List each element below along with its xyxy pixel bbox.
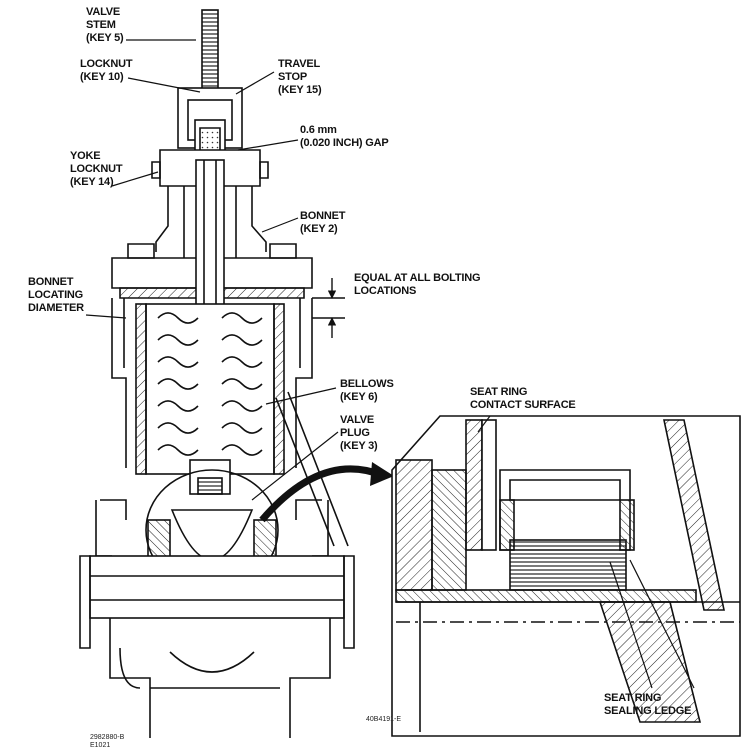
drawing-code-right-text: 40B4191-E — [366, 716, 402, 723]
label-travel-stop: TRAVEL STOP (KEY 15) — [278, 58, 322, 97]
label-bonnet-locating-line1: BONNET — [28, 276, 74, 288]
valve-body — [89, 555, 345, 619]
label-bonnet-line1: BONNET — [300, 210, 346, 222]
detail-arrowhead — [370, 462, 394, 486]
label-travel-stop-line2: STOP — [278, 71, 307, 83]
seat-ring — [499, 469, 631, 551]
label-yoke-locknut-line1: YOKE — [70, 150, 101, 162]
label-seat-contact-line1: SEAT RING — [470, 386, 528, 398]
label-valve-plug-line1: VALVE — [340, 414, 375, 426]
label-equal-bolting: EQUAL AT ALL BOLTING LOCATIONS — [354, 272, 481, 298]
label-yoke-locknut: YOKE LOCKNUT (KEY 14) — [70, 150, 123, 189]
label-equal-bolting-line2: LOCATIONS — [354, 285, 417, 297]
leader-lines — [85, 39, 695, 689]
label-bellows-line1: BELLOWS — [340, 378, 394, 390]
label-valve-stem-line1: VALVE — [86, 6, 121, 18]
main-valve-assembly — [79, 9, 355, 738]
label-valve-plug-line3: (KEY 3) — [340, 440, 378, 452]
label-bonnet-locating-line2: LOCATING — [28, 289, 84, 301]
label-bonnet: BONNET (KEY 2) — [300, 210, 345, 236]
label-gap-line2: (0.020 INCH) GAP — [300, 137, 389, 149]
label-bonnet-locating-line3: DIAMETER — [28, 302, 84, 314]
bolting-dimension — [312, 278, 345, 338]
drawing-code-left: 2982880-B E1021 — [90, 734, 124, 750]
label-gap-line1: 0.6 mm — [300, 124, 337, 136]
label-travel-stop-line1: TRAVEL — [278, 58, 320, 70]
seat-ring-threads — [509, 539, 627, 591]
valve-plug — [170, 509, 254, 561]
label-equal-bolting-line1: EQUAL AT ALL BOLTING — [354, 272, 481, 284]
label-bonnet-locating: BONNET LOCATING DIAMETER — [28, 276, 84, 315]
label-seat-ledge-line1: SEAT RING — [604, 692, 662, 704]
label-locknut: LOCKNUT (KEY 10) — [80, 58, 133, 84]
label-locknut-line1: LOCKNUT — [80, 58, 133, 70]
label-seat-contact-line2: CONTACT SURFACE — [470, 399, 576, 411]
label-valve-plug-line2: PLUG — [340, 427, 370, 439]
drawing-code-right: 40B4191-E — [366, 716, 401, 724]
drawing-code-left-line2: E1021 — [90, 742, 111, 749]
label-seat-ledge-line2: SEALING LEDGE — [604, 705, 692, 717]
label-valve-stem: VALVE STEM (KEY 5) — [86, 6, 124, 45]
bellows — [157, 312, 263, 456]
label-yoke-locknut-line2: LOCKNUT — [70, 163, 123, 175]
label-bellows-line2: (KEY 6) — [340, 391, 378, 403]
label-bellows: BELLOWS (KEY 6) — [340, 378, 394, 404]
label-locknut-line2: (KEY 10) — [80, 71, 124, 83]
label-valve-stem-line3: (KEY 5) — [86, 32, 124, 44]
label-gap: 0.6 mm (0.020 INCH) GAP — [300, 124, 389, 150]
detail-arrow — [259, 465, 386, 523]
label-valve-stem-line2: STEM — [86, 19, 116, 31]
label-yoke-locknut-line3: (KEY 14) — [70, 176, 114, 188]
valve-stem-thread — [201, 9, 219, 91]
detail-view — [391, 415, 741, 737]
label-seat-contact: SEAT RING CONTACT SURFACE — [470, 386, 576, 412]
label-seat-ledge: SEAT RING SEALING LEDGE — [604, 692, 691, 718]
label-valve-plug: VALVE PLUG (KEY 3) — [340, 414, 378, 453]
label-bonnet-line2: (KEY 2) — [300, 223, 338, 235]
label-travel-stop-line3: (KEY 15) — [278, 84, 322, 96]
drawing-code-left-line1: 2982880-B — [90, 734, 125, 741]
